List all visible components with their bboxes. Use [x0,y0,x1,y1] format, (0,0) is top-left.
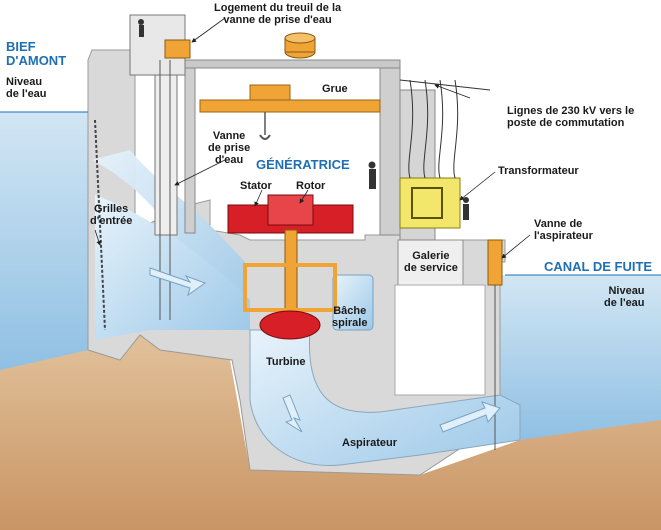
label-transformateur: Transformateur [498,165,579,177]
label-aspirateur: Aspirateur [342,437,398,449]
label-vanne-prise: Vanne de prise d'eau [208,130,251,166]
trash-rack [94,119,106,331]
label-niveau-eau-right: Niveau de l'eau [604,285,645,309]
generator-rotor [267,194,314,226]
gate-shaft [154,74,178,236]
label-bache: Bâche spirale [332,305,368,329]
turbine-runner [259,310,321,340]
powerhouse-left-wall [184,67,196,234]
flow-arrow-draft [282,394,303,433]
gallery-room [394,284,486,396]
turbine-frame [243,263,337,312]
label-grue: Grue [322,83,348,95]
gate-hoist [164,39,191,59]
label-logement: Logement du treuil de la vanne de prise … [214,2,342,26]
generator-shaft [284,229,298,316]
person-figure [138,19,469,220]
label-stator: Stator [240,180,272,192]
label-rotor: Rotor [296,180,326,192]
label-grilles: Grilles d'entrée [90,203,133,227]
powerhouse-right-wall [379,67,401,236]
powerhouse-roof [184,59,401,69]
label-turbine: Turbine [266,356,306,368]
draft-tube-gate [487,239,503,286]
label-galerie: Galerie de service [404,250,458,274]
intake-flow [95,195,250,340]
crane-beam [199,99,381,113]
transformer [399,177,461,229]
tailrace-water [500,275,661,440]
label-bief-amont: BIEF D'AMONT [6,39,67,68]
label-vanne-aspirateur: Vanne de l'aspirateur [534,218,593,242]
power-lines [408,79,459,179]
label-generatrice: GÉNÉRATRICE [256,157,350,172]
draft-tube [249,329,521,467]
crane-trolley [249,84,291,101]
upstream-water [0,112,88,370]
label-niveau-eau-left: Niveau de l'eau [6,76,47,100]
flow-arrow-intake [149,267,207,297]
flow-arrow-outlet [439,401,501,433]
bedrock [0,330,661,530]
label-canal-fuite: CANAL DE FUITE [544,259,653,274]
label-lignes: Lignes de 230 kV vers le poste de commut… [507,105,635,129]
